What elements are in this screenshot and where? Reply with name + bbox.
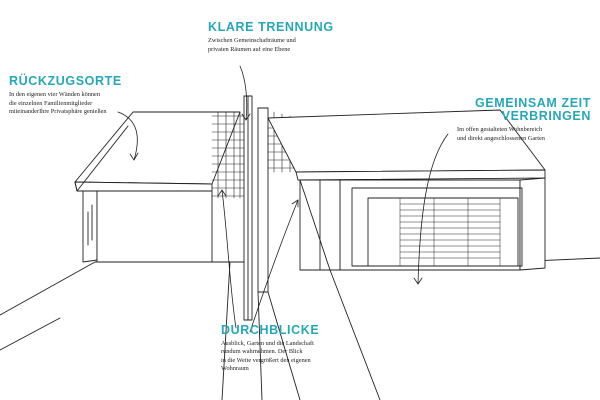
callout-body: Ausblick, Garten und die Landschaft rund… bbox=[221, 340, 361, 374]
body-line: miteinanderIhre Privatsphäre genießen bbox=[9, 108, 107, 116]
callout-rueckzugsorte: RÜCKZUGSORTE In den eigenen vier Wänden … bbox=[9, 75, 159, 117]
body-line: Ausblick, Garten und die Landschaft bbox=[221, 340, 314, 347]
body-line: Wohnraum bbox=[221, 365, 249, 373]
body-line: Im offen gestalteten Wohnbereich bbox=[457, 126, 543, 133]
body-line: die einzelnen Familienmitglieder bbox=[9, 99, 93, 107]
body-line: In den eigenen vier Wänden können bbox=[9, 91, 100, 98]
pergola-corridor bbox=[211, 95, 381, 400]
arrow-rueckzugsorte bbox=[117, 111, 138, 161]
callout-body: Im offen gestalteten Wohnbereich und dir… bbox=[457, 126, 591, 143]
callout-klare-trennung: KLARE TRENNUNG Zwischen Gemeinschafträum… bbox=[208, 21, 398, 54]
callout-durchblicke: DURCHBLICKE Ausblick, Garten und die Lan… bbox=[221, 324, 361, 374]
callout-title: DURCHBLICKE bbox=[221, 323, 320, 337]
callout-title: GEMEINSAM ZEIT VERBRINGEN bbox=[451, 97, 591, 123]
left-wing bbox=[74, 111, 241, 263]
title-line: VERBRINGEN bbox=[501, 109, 591, 123]
body-line: und direkt angeschlossenen Garten bbox=[457, 134, 545, 142]
callout-gemeinsam-zeit-verbringen: GEMEINSAM ZEIT VERBRINGEN Im offen gesta… bbox=[451, 97, 591, 143]
callout-body: Zwischen Gemeinschafträume und privaten … bbox=[208, 37, 398, 54]
callout-body: In den eigenen vier Wänden können die ei… bbox=[9, 91, 159, 117]
title-line: GEMEINSAM ZEIT bbox=[474, 96, 591, 110]
body-line: in die Weite vergrößert den eigenen bbox=[221, 356, 311, 364]
body-line: rundum wahrnehmen. Der Blick bbox=[221, 348, 303, 356]
arrow-klare-trennung bbox=[239, 65, 248, 121]
arrow-durchblicke-right bbox=[249, 199, 299, 333]
right-wing bbox=[267, 109, 546, 271]
body-line: privaten Räumen auf eine Ebene bbox=[208, 45, 291, 53]
callout-title: KLARE TRENNUNG bbox=[208, 20, 334, 34]
arrow-durchblicke-left bbox=[221, 189, 237, 329]
arrow-gemeinsam bbox=[417, 133, 449, 285]
callout-title: RÜCKZUGSORTE bbox=[9, 74, 122, 88]
body-line: Zwischen Gemeinschafträume und bbox=[208, 37, 296, 44]
callout-arrows bbox=[117, 65, 449, 333]
